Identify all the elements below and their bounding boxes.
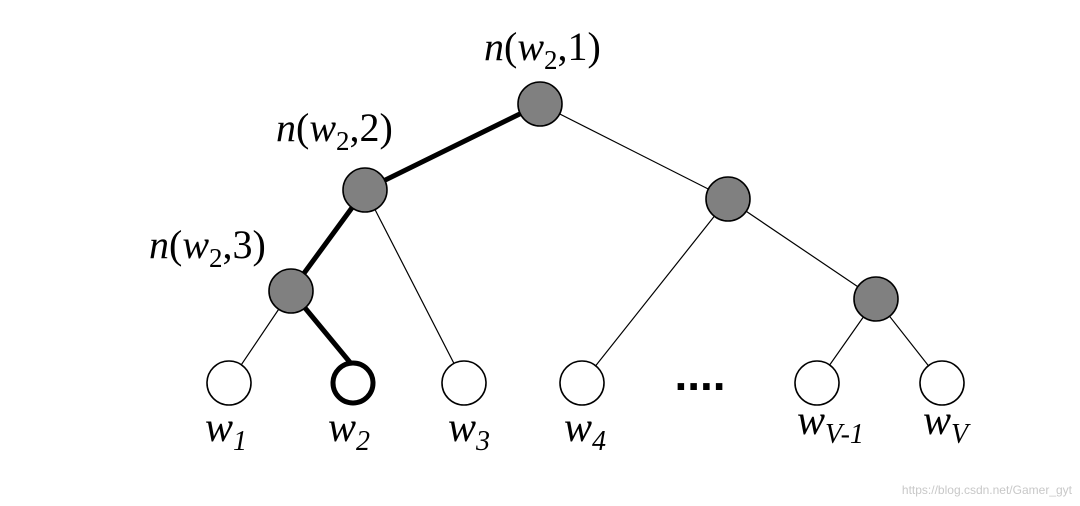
leaf-nodes: [206, 360, 965, 406]
leaf-w2: [330, 360, 376, 406]
node-root: [517, 81, 563, 127]
leaf-label-w4: w4: [564, 405, 606, 457]
leaf-wv-1: [794, 360, 840, 406]
internal-nodes: [268, 81, 899, 322]
watermark: https://blog.csdn.net/Gamer_gyt: [902, 483, 1073, 497]
leaf-w1: [206, 360, 252, 406]
node-level2-right: [705, 176, 751, 222]
path-edge-1: [362, 101, 543, 193]
label-level2: n(w2,2): [276, 105, 393, 156]
edge-right-w4: [581, 198, 729, 384]
ellipsis: ....: [674, 348, 725, 400]
edge-right-rr: [727, 198, 877, 300]
leaf-label-wv: wV: [923, 398, 971, 450]
leaf-label-w1: w1: [205, 405, 247, 457]
node-level3-right: [853, 276, 899, 322]
leaf-label-w3: w3: [448, 405, 490, 457]
leaf-label-w2: w2: [328, 405, 370, 457]
label-root: n(w2,1): [484, 24, 601, 75]
node-level3-left: [268, 268, 314, 314]
edge-root-right: [539, 103, 729, 200]
label-level3: n(w2,3): [149, 222, 266, 273]
leaf-w4: [559, 360, 605, 406]
edge-n2-n3right: [364, 189, 465, 384]
leaf-w3: [441, 360, 487, 406]
leaf-wv: [919, 360, 965, 406]
node-level2-left: [342, 167, 388, 213]
leaf-label-wv-1: wV-1: [797, 398, 864, 450]
